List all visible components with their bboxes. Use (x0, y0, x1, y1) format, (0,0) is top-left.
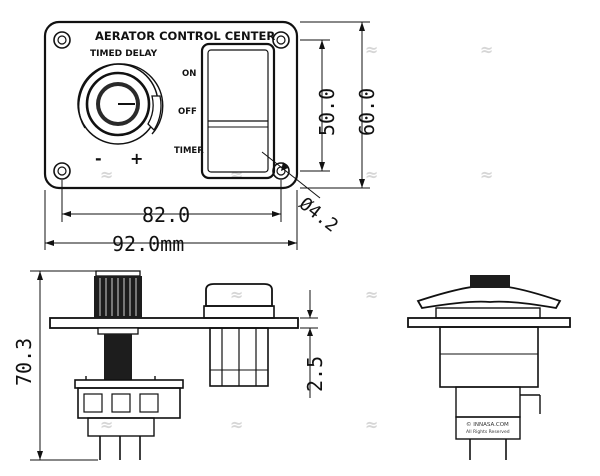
dimension-50: 50.0 (315, 88, 339, 136)
watermark-mark: ≈ (230, 285, 243, 304)
knob-label: TIMED DELAY (90, 49, 158, 59)
switch-on-label: ON (182, 69, 196, 79)
knob-shaft (104, 334, 132, 380)
knob-scale-arc (78, 63, 164, 135)
end-housing (439, 326, 539, 388)
dimension-arrows (307, 310, 313, 336)
watermark-mark: ≈ (100, 415, 113, 434)
front-view: AERATOR CONTROL CENTER TIMED DELAY - + O… (43, 20, 379, 256)
watermark-mark: ≈ (365, 415, 378, 434)
knob-ring (85, 71, 151, 137)
switch-timer-label: TIMER (174, 146, 204, 156)
pot-terminal (139, 393, 159, 413)
end-bezel (435, 307, 541, 319)
dimension-92: 92.0mm (112, 232, 184, 256)
dimension-25: 2.5 (303, 356, 327, 392)
end-knob-top (470, 275, 510, 288)
screw-hole-inner (276, 35, 286, 45)
leader-line (261, 151, 321, 199)
pot-housing (77, 387, 181, 419)
flange-dimension: 2.5 (300, 290, 327, 398)
panel-plate (43, 20, 299, 190)
watermark-brand: © INNASA.COM (466, 421, 509, 428)
leader-arrow (281, 162, 288, 171)
switch-bezel (200, 42, 276, 180)
side-rocker (203, 283, 275, 387)
side-knob (94, 270, 142, 380)
pot-flange (74, 379, 184, 389)
screw-holes (53, 31, 290, 180)
panel-title: AERATOR CONTROL CENTER (95, 29, 275, 43)
screw-hole (53, 31, 71, 49)
watermark-mark: ≈ (230, 165, 243, 184)
watermark-rights: All Rights Reserved (466, 429, 510, 435)
watermark-mark: ≈ (365, 165, 378, 184)
end-view: © INNASA.COM All Rights Reserved (407, 275, 571, 460)
watermark-mark: ≈ (100, 165, 113, 184)
minus-label: - (95, 149, 102, 168)
rocker-cap (205, 283, 273, 307)
knob-nut (97, 327, 139, 335)
vertical-dimensions: 50.0 60.0 (300, 21, 379, 189)
dimension-70: 70.3 (12, 338, 36, 386)
screw-hole (272, 31, 290, 49)
screw-hole-inner (57, 166, 67, 176)
screw-hole-inner (57, 35, 67, 45)
watermark-mark: ≈ (365, 285, 378, 304)
plus-label: + (130, 149, 143, 168)
side-plate (49, 317, 299, 329)
pot-terminal (111, 393, 131, 413)
watermark-mark: ≈ (480, 165, 493, 184)
knob-scale-wedge (147, 95, 162, 132)
rocker-switch (200, 42, 276, 180)
pot-body (74, 376, 184, 460)
pot-terminal (83, 393, 103, 413)
screw-hole (53, 162, 71, 180)
switch-rocker (207, 49, 269, 173)
watermark-mark: ≈ (230, 415, 243, 434)
horizontal-dimensions: 82.0 92.0mm (44, 180, 298, 256)
dimension-hole: Ø4.2 (295, 193, 342, 236)
pot-base (87, 417, 155, 437)
side-view: 70.3 2.5 (12, 270, 327, 461)
end-terminal-block (455, 386, 521, 418)
end-base (455, 416, 521, 440)
rocker-bezel (203, 305, 275, 319)
watermark-mark: ≈ (365, 40, 378, 59)
timer-knob (77, 63, 164, 145)
switch-off-label: OFF (178, 107, 197, 117)
end-rocker-cap (416, 284, 562, 309)
knob-top (95, 270, 141, 277)
depth-dimension: 70.3 (12, 270, 98, 461)
end-plate (407, 317, 571, 328)
dimension-82: 82.0 (142, 203, 190, 227)
knob-knurling (99, 278, 137, 316)
watermark-mark: ≈ (480, 40, 493, 59)
dimension-60: 60.0 (355, 88, 379, 136)
